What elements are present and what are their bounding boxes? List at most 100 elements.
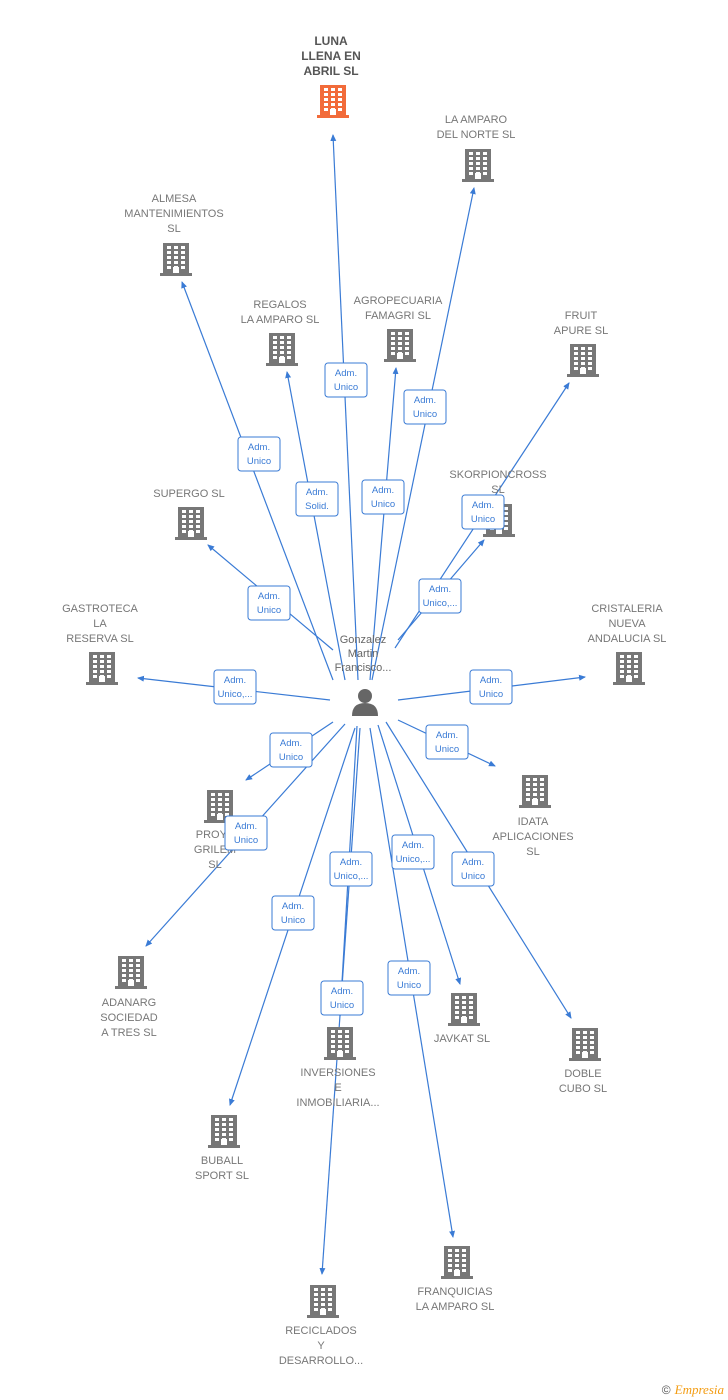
role-text: Unico — [247, 456, 271, 467]
building-icon — [324, 1027, 356, 1060]
company-node-fruit[interactable]: FRUIT APURE SL — [554, 310, 608, 377]
company-label-reciclados[interactable]: DESARROLLO... — [279, 1355, 363, 1367]
role-text: Unico — [471, 514, 495, 525]
role-text: Adm. — [282, 901, 304, 912]
role-text: Adm. — [414, 395, 436, 406]
role-text: Adm. — [235, 821, 257, 832]
role-text: Unico — [281, 915, 305, 926]
person-node[interactable]: GonzalezMartinFrancisco... — [335, 634, 392, 716]
person-name[interactable]: Francisco... — [335, 662, 392, 674]
company-node-amparo-norte[interactable]: LA AMPARO DEL NORTE SL — [437, 114, 516, 182]
role-text: Adm. — [372, 485, 394, 496]
role-badge-proyectos: Adm.Unico — [269, 732, 313, 768]
company-label-agropecuaria[interactable]: FAMAGRI SL — [365, 310, 431, 322]
company-node-reciclados[interactable]: RECICLADOS Y DESARROLLO... — [279, 1285, 363, 1367]
company-node-doble[interactable]: DOBLE CUBO SL — [559, 1028, 607, 1095]
role-text: Adm. — [398, 966, 420, 977]
role-text: Adm. — [306, 487, 328, 498]
company-label-franquicias[interactable]: FRANQUICIAS — [417, 1286, 492, 1298]
company-label-luna[interactable]: LUNA — [314, 34, 348, 48]
company-label-almesa[interactable]: MANTENIMIENTOS — [124, 208, 223, 220]
company-label-inversiones[interactable]: E — [334, 1082, 341, 1094]
company-label-javkat[interactable]: JAVKAT SL — [434, 1033, 490, 1045]
footer-brand: ©Empresia — [662, 1382, 724, 1398]
role-badge-reciclados: Adm.Unico — [320, 980, 364, 1016]
company-label-agropecuaria[interactable]: AGROPECUARIA — [354, 295, 443, 307]
company-label-franquicias[interactable]: LA AMPARO SL — [416, 1301, 495, 1313]
company-label-idata[interactable]: IDATA — [518, 816, 549, 828]
person-name[interactable]: Martin — [348, 648, 379, 660]
company-label-reciclados[interactable]: RECICLADOS — [285, 1325, 357, 1337]
company-label-adanarg[interactable]: SOCIEDAD — [100, 1012, 158, 1024]
company-node-inversiones[interactable]: INVERSIONES E INMOBILIARIA... — [296, 1027, 380, 1109]
company-label-reciclados[interactable]: Y — [317, 1340, 325, 1352]
role-text: Adm. — [224, 675, 246, 686]
role-badge-regalos: Adm.Solid. — [295, 481, 339, 517]
company-label-amparo-norte[interactable]: DEL NORTE SL — [437, 129, 516, 141]
role-text: Unico — [234, 835, 258, 846]
company-label-fruit[interactable]: APURE SL — [554, 325, 608, 337]
role-text: Adm. — [340, 857, 362, 868]
role-text: Unico,... — [423, 598, 458, 609]
company-label-skorpion[interactable]: SKORPIONCROSS — [449, 469, 546, 481]
role-badge-cristaleria: Adm.Unico — [469, 669, 513, 705]
company-node-almesa[interactable]: ALMESA MANTENIMIENTOS SL — [124, 193, 224, 276]
company-label-regalos[interactable]: LA AMPARO SL — [241, 314, 320, 326]
role-badge-adanarg: Adm. Unico — [224, 815, 268, 851]
building-icon — [266, 333, 298, 366]
company-node-cristaleria[interactable]: CRISTALERIA NUEVA ANDALUCIA SL — [588, 603, 667, 685]
company-node-regalos[interactable]: REGALOS LA AMPARO SL — [241, 299, 320, 366]
company-label-almesa[interactable]: SL — [167, 223, 180, 235]
company-label-gastroteca[interactable]: LA — [93, 618, 107, 630]
company-label-luna[interactable]: ABRIL SL — [303, 64, 358, 78]
edge-agropecuaria — [369, 367, 399, 681]
building-icon — [86, 652, 118, 685]
company-label-supergo[interactable]: SUPERGO SL — [153, 488, 225, 500]
company-label-luna[interactable]: LLENA EN — [301, 49, 361, 63]
company-label-gastroteca[interactable]: GASTROTECA — [62, 603, 138, 615]
company-node-adanarg[interactable]: ADANARG SOCIEDAD A TRES SL — [100, 956, 158, 1039]
company-label-inversiones[interactable]: INMOBILIARIA... — [296, 1097, 379, 1109]
company-node-buball[interactable]: BUBALL SPORT SL — [195, 1115, 249, 1182]
company-label-almesa[interactable]: ALMESA — [152, 193, 197, 205]
company-node-gastroteca[interactable]: GASTROTECA LA RESERVA SL — [62, 603, 139, 685]
role-badge-agropecuaria: Adm.Unico — [361, 479, 405, 515]
company-label-buball[interactable]: BUBALL — [201, 1155, 243, 1167]
role-badge-inversiones: Adm. Unico,... — [329, 851, 373, 887]
role-text: Adm. — [402, 840, 424, 851]
role-text: Unico,... — [334, 871, 369, 882]
company-label-adanarg[interactable]: ADANARG — [102, 997, 156, 1009]
company-label-idata[interactable]: APLICACIONES — [492, 831, 573, 843]
building-icon — [448, 993, 480, 1026]
company-label-amparo-norte[interactable]: LA AMPARO — [445, 114, 508, 126]
person-name[interactable]: Gonzalez — [340, 634, 386, 646]
company-label-inversiones[interactable]: INVERSIONES — [300, 1067, 375, 1079]
company-label-doble[interactable]: CUBO SL — [559, 1083, 607, 1095]
company-node-supergo[interactable]: SUPERGO SL — [153, 488, 225, 540]
role-text: Unico — [461, 871, 485, 882]
role-text: Unico — [479, 689, 503, 700]
person-icon — [352, 689, 378, 716]
company-label-cristaleria[interactable]: ANDALUCIA SL — [588, 633, 667, 645]
role-text: Adm. — [258, 591, 280, 602]
role-text: Unico — [413, 409, 437, 420]
company-label-idata[interactable]: SL — [526, 846, 539, 858]
company-label-fruit[interactable]: FRUIT — [565, 310, 598, 322]
company-node-idata[interactable]: IDATA APLICACIONES SL — [492, 775, 574, 858]
company-label-doble[interactable]: DOBLE — [564, 1068, 601, 1080]
company-node-agropecuaria[interactable]: AGROPECUARIA FAMAGRI SL — [354, 295, 443, 362]
company-node-franquicias[interactable]: FRANQUICIAS LA AMPARO SL — [416, 1246, 495, 1313]
role-text: Unico — [330, 1000, 354, 1011]
company-node-javkat[interactable]: JAVKAT SL — [434, 993, 490, 1045]
company-label-cristaleria[interactable]: NUEVA — [608, 618, 646, 630]
company-label-gastroteca[interactable]: RESERVA SL — [66, 633, 133, 645]
role-text: Unico — [397, 980, 421, 991]
company-label-regalos[interactable]: REGALOS — [253, 299, 306, 311]
company-label-proyectos[interactable]: SL — [208, 859, 221, 871]
company-label-adanarg[interactable]: A TRES SL — [101, 1027, 156, 1039]
company-label-buball[interactable]: SPORT SL — [195, 1170, 249, 1182]
company-label-skorpion[interactable]: SL — [491, 484, 504, 496]
company-label-cristaleria[interactable]: CRISTALERIA — [591, 603, 663, 615]
